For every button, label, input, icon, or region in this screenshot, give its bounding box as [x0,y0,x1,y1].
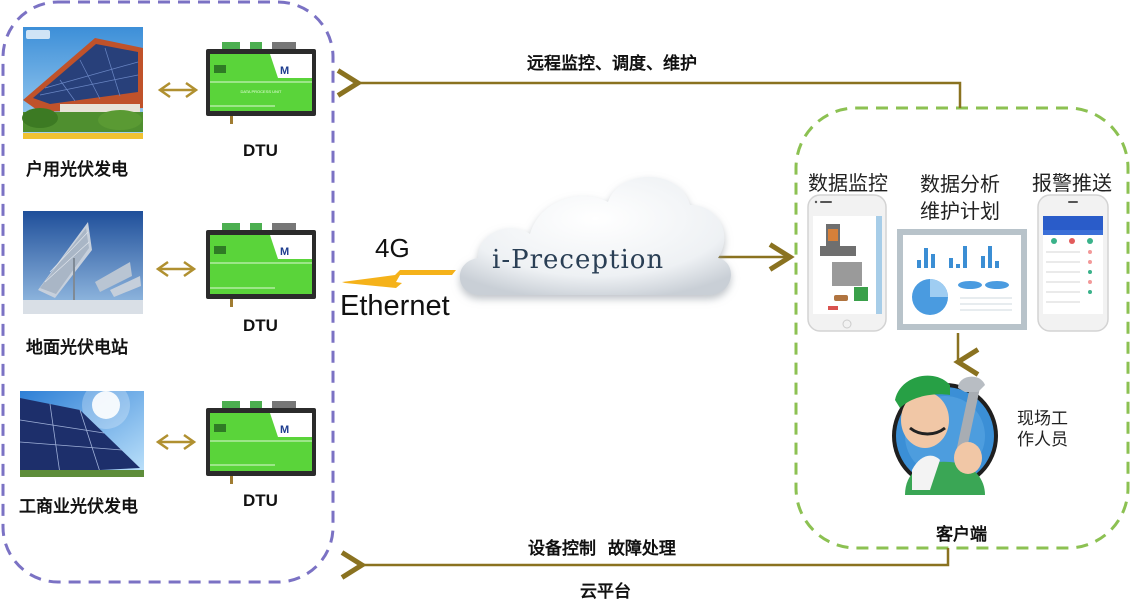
svg-text:M: M [280,65,289,77]
feature-maintenance-plan: 维护计划 [920,199,1000,223]
residential-rooftop-solar-photo [22,27,143,139]
bottom-flow-label: 设备控制 故障处理 [528,539,676,559]
dtu-device-1: M DATA PROCESS UNIT [206,42,316,124]
network-ethernet-label: Ethernet [340,290,450,322]
sites-group-border [1,0,335,584]
dtu-caption: DATA PROCESS UNIT [241,89,283,94]
client-label: 客户端 [936,525,987,545]
cloud-platform-name: i-Preception [492,245,665,275]
field-worker-mascot [892,375,998,495]
commercial-solar-panels-photo [19,381,144,477]
svg-text:M: M [280,424,289,436]
bottom-flow-arrow [340,548,950,580]
analysis-tablet [897,229,1027,330]
field-worker-label-line1: 现场工 [1017,409,1068,429]
monitoring-phone [807,194,887,332]
dtu-label-3: DTU [243,491,278,510]
cloud-icon [459,176,731,295]
site-label-ground: 地面光伏电站 [26,338,128,358]
site-dtu-link-3 [155,433,197,451]
dtu-device-2: M [206,223,316,307]
wireless-bolt-icon [342,270,456,288]
feature-data-analysis: 数据分析 [920,172,1000,196]
dtu-label-1: DTU [243,141,278,160]
feature-alarm-push: 报警推送 [1032,171,1112,195]
dtu-label-2: DTU [243,316,278,335]
site-label-residential: 户用光伏发电 [26,160,128,180]
top-flow-label: 远程监控、调度、维护 [527,54,697,74]
feature-data-monitoring: 数据监控 [808,171,888,195]
site-dtu-link-1 [157,81,199,99]
ground-solar-station-photo [23,211,143,314]
site-label-commercial: 工商业光伏发电 [19,497,138,517]
client-group-border [794,106,1130,550]
alarm-push-phone [1037,194,1109,332]
top-flow-arrow [336,68,962,108]
network-4g-label: 4G [375,233,410,263]
field-worker-label-line2: 作人员 [1017,430,1068,450]
cloud-platform-label: 云平台 [580,582,631,602]
site-dtu-link-2 [155,260,197,278]
dtu-device-3: M [206,401,316,484]
svg-text:M: M [280,246,289,258]
